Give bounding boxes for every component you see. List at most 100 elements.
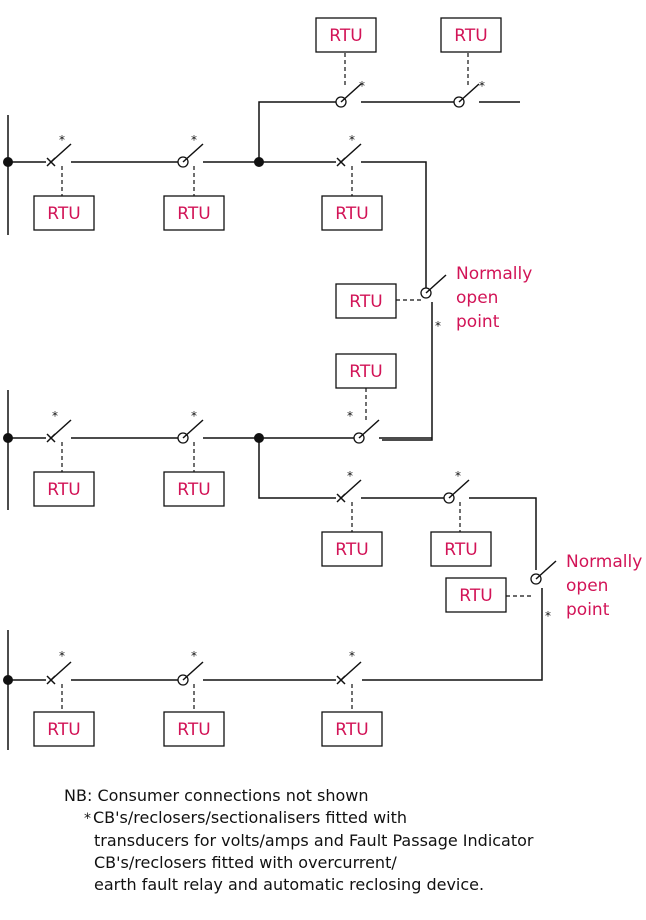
note-star-line2: transducers for volts/amps and Fault Pas… bbox=[64, 830, 534, 852]
star-marker: * bbox=[59, 133, 65, 147]
circuit-breaker bbox=[336, 143, 362, 167]
diagram-labels: ***************NormallyopenpointNormally… bbox=[52, 79, 642, 663]
rtu-box-frame bbox=[321, 531, 383, 567]
rtu-box-frame bbox=[321, 711, 383, 747]
tie-route-1 bbox=[361, 161, 427, 285]
star-marker: * bbox=[347, 409, 353, 423]
note-star-line1: *CB's/reclosers/sectionalisers fitted wi… bbox=[64, 807, 534, 830]
rtu-box: RTU bbox=[445, 577, 507, 613]
recloser bbox=[177, 143, 204, 168]
rtu-box: RTU bbox=[33, 471, 95, 507]
rtu-box: RTU bbox=[33, 195, 95, 231]
rtu-box-frame bbox=[440, 17, 502, 53]
rtu-label: RTU bbox=[454, 26, 487, 46]
switching-devices bbox=[46, 83, 557, 686]
note-consumer-connections: NB: Consumer connections not shown bbox=[64, 785, 534, 807]
rtu-label: RTU bbox=[177, 204, 210, 224]
star-marker: * bbox=[359, 79, 365, 93]
star-marker: * bbox=[347, 469, 353, 483]
rtu-box-frame bbox=[33, 711, 95, 747]
branch-up bbox=[258, 101, 336, 162]
rtu-box-frame bbox=[445, 577, 507, 613]
rtu-box: RTU bbox=[321, 195, 383, 231]
switch-blade bbox=[50, 419, 72, 439]
star-marker: * bbox=[455, 469, 461, 483]
switch-blade bbox=[340, 661, 362, 681]
rtu-label: RTU bbox=[47, 480, 80, 500]
tie-route-2 bbox=[469, 497, 537, 570]
star-marker: * bbox=[545, 609, 551, 623]
normally-open-point-text: point bbox=[566, 600, 610, 620]
star-line2-text: transducers for volts/amps and Fault Pas… bbox=[94, 831, 534, 850]
star-marker: * bbox=[435, 319, 441, 333]
recloser bbox=[453, 83, 480, 108]
normally-open-point-text: Normally bbox=[566, 552, 642, 572]
rtu-box: RTU bbox=[321, 711, 383, 747]
normally-open-point-text: open bbox=[566, 576, 608, 596]
rtu-label: RTU bbox=[47, 720, 80, 740]
recloser bbox=[353, 419, 380, 444]
switch-blade bbox=[50, 143, 72, 163]
tie-route-2b bbox=[362, 588, 543, 681]
rtu-label: RTU bbox=[335, 720, 368, 740]
note-line4: earth fault relay and automatic reclosin… bbox=[64, 874, 534, 896]
rtu-label: RTU bbox=[459, 586, 492, 606]
switch-blade bbox=[535, 560, 557, 580]
rtu-box: RTU bbox=[440, 17, 502, 53]
switch-blade bbox=[458, 83, 480, 103]
rtu-box: RTU bbox=[335, 353, 397, 389]
rtu-label: RTU bbox=[47, 204, 80, 224]
normally-open-point-text: open bbox=[456, 288, 498, 308]
star-marker: * bbox=[59, 649, 65, 663]
rtu-box: RTU bbox=[163, 471, 225, 507]
rtu-label: RTU bbox=[444, 540, 477, 560]
rtu-box: RTU bbox=[315, 17, 377, 53]
rtu-box-frame bbox=[33, 195, 95, 231]
star-marker: * bbox=[191, 133, 197, 147]
star-marker: * bbox=[479, 79, 485, 93]
circuit-breaker bbox=[46, 143, 72, 167]
star-marker: * bbox=[349, 133, 355, 147]
switch-blade bbox=[448, 479, 470, 499]
note-line3: CB's/reclosers fitted with overcurrent/ bbox=[64, 852, 534, 874]
star-marker: * bbox=[349, 649, 355, 663]
switch-blade bbox=[340, 143, 362, 163]
star-marker: * bbox=[52, 409, 58, 423]
rtu-box: RTU bbox=[321, 531, 383, 567]
star-marker: * bbox=[84, 811, 91, 827]
recloser bbox=[177, 419, 204, 444]
switch-blade bbox=[182, 419, 204, 439]
switch-blade bbox=[425, 274, 447, 294]
rtu-box: RTU bbox=[335, 283, 397, 319]
rtu-label: RTU bbox=[329, 26, 362, 46]
line4-text: earth fault relay and automatic reclosin… bbox=[94, 875, 485, 894]
branch-down bbox=[258, 438, 336, 499]
rtu-box-frame bbox=[321, 195, 383, 231]
switch-blade bbox=[182, 143, 204, 163]
rtu-box-frame bbox=[163, 195, 225, 231]
rtu-label: RTU bbox=[349, 362, 382, 382]
tie-route-1b bbox=[382, 302, 433, 441]
switch-blade bbox=[340, 479, 362, 499]
rtu-label: RTU bbox=[177, 480, 210, 500]
circuit-breaker bbox=[336, 479, 362, 503]
star-marker: * bbox=[191, 649, 197, 663]
rtu-label: RTU bbox=[349, 292, 382, 312]
rtu-box-frame bbox=[335, 283, 397, 319]
rtu-box: RTU bbox=[163, 195, 225, 231]
recloser bbox=[420, 274, 447, 299]
normally-open-point-label: Normally open point bbox=[566, 552, 642, 620]
switch-blade bbox=[182, 661, 204, 681]
star-marker: * bbox=[191, 409, 197, 423]
circuit-breaker bbox=[46, 661, 72, 685]
circuit-breaker bbox=[46, 419, 72, 443]
rtu-box-frame bbox=[163, 471, 225, 507]
nb-prefix: NB: bbox=[64, 786, 93, 805]
nb-text: Consumer connections not shown bbox=[97, 786, 369, 805]
rtu-box: RTU bbox=[33, 711, 95, 747]
rtu-label: RTU bbox=[177, 720, 210, 740]
normally-open-point-text: Normally bbox=[456, 264, 532, 284]
recloser bbox=[177, 661, 204, 686]
